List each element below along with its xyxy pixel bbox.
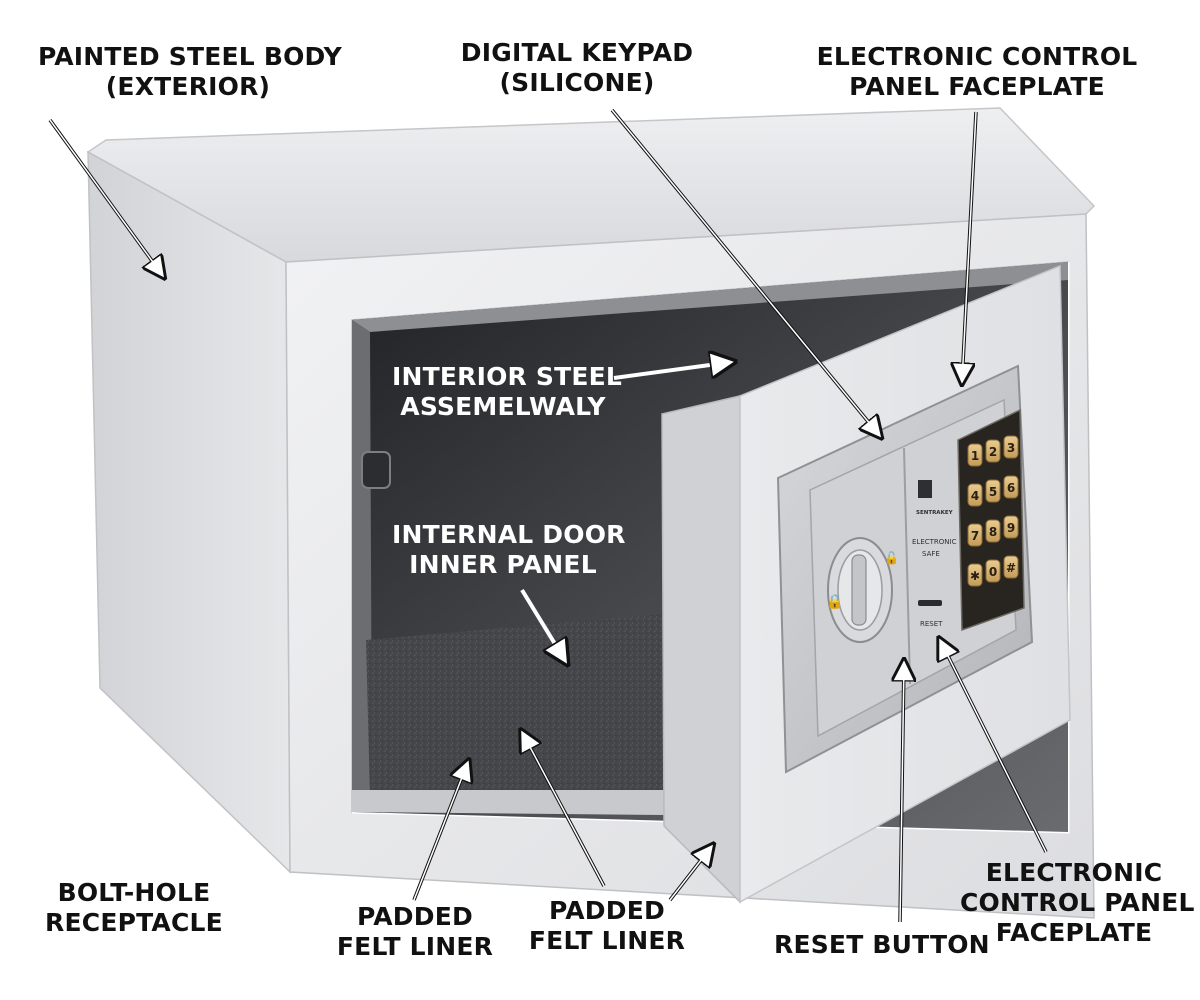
label-reset-button: RESET BUTTON [774,930,990,959]
callout-arrows [48,108,1048,923]
label-painted-steel-body: PAINTED STEEL BODY (EXTERIOR) [38,42,342,101]
brand-text: SENTRAKEY [916,510,954,516]
label-bolt-hole-receptacle: BOLT-HOLE RECEPTACLE [45,878,223,937]
keypad-key-label: # [1006,561,1016,575]
keypad-key-label: 0 [989,565,997,579]
keypad-key-label: ✱ [970,569,980,583]
keypad-key-label: 4 [971,489,979,503]
reset-button[interactable] [918,600,942,606]
keypad-key-label: 9 [1007,521,1015,535]
keypad-key[interactable]: 2 [985,439,1001,463]
safe-left-side [87,150,291,874]
label-padded-felt-liner-left: PADDED FELT LINER [336,902,494,961]
panel-text-line-1: ELECTRONIC [912,538,957,546]
keypad-key-label: 1 [971,449,979,463]
keypad-key-label: 3 [1007,441,1015,455]
keypad-key[interactable]: 0 [985,559,1001,583]
label-interior-steel-assembly: INTERIOR STEEL ASSEMELWALY [392,362,623,421]
keypad-key-label: 8 [989,525,997,539]
safe-body [86,107,1096,919]
keypad-key[interactable]: 8 [985,519,1001,543]
keypad-key[interactable]: 6 [1003,475,1019,499]
keypad-key-label: 6 [1007,481,1015,495]
keypad-key[interactable]: 1 [967,443,983,467]
control-panel-divider [903,447,911,685]
felt-liner [366,614,664,798]
arrow-internal-door-panel [520,588,566,662]
dial-knob[interactable] [827,537,893,643]
label-control-panel-faceplate-bottom: ELECTRONIC CONTROL PANEL FACEPLATE [960,858,1195,947]
interior-ceiling-lip [352,262,1068,332]
keypad-key-label: 7 [971,529,979,543]
keypad-key-label: 2 [989,445,997,459]
panel-text-line-2: SAFE [922,550,940,558]
label-control-panel-faceplate-top: ELECTRONIC CONTROL PANEL FACEPLATE [816,42,1138,101]
lock-icon-left: 🔒 [826,594,843,610]
keypad-key[interactable]: 3 [1003,435,1019,459]
label-padded-felt-liner-right: PADDED FELT LINER [528,896,686,955]
keypad-key[interactable]: 9 [1003,515,1019,539]
keypad-key[interactable]: 4 [967,483,983,507]
interior-floor-lip [352,790,664,815]
keypad-key[interactable]: ✱ [967,563,983,587]
lock-icon-right: 🔓 [884,551,899,565]
bolt-hole-receptacle-slot [361,451,391,489]
brand-logo [918,480,932,498]
interior-left-wall [352,320,372,812]
keypad-key-label: 5 [989,485,997,499]
keypad-key[interactable]: 7 [967,523,983,547]
label-internal-door-inner-panel: INTERNAL DOOR INNER PANEL [392,520,626,579]
keypad-key[interactable]: # [1003,555,1019,579]
door-edge [661,395,741,904]
keypad-key[interactable]: 5 [985,479,1001,503]
arrow-interior-steel [613,362,732,380]
label-digital-keypad: DIGITAL KEYPAD (SILICONE) [460,38,694,97]
reset-text: RESET [920,620,943,628]
